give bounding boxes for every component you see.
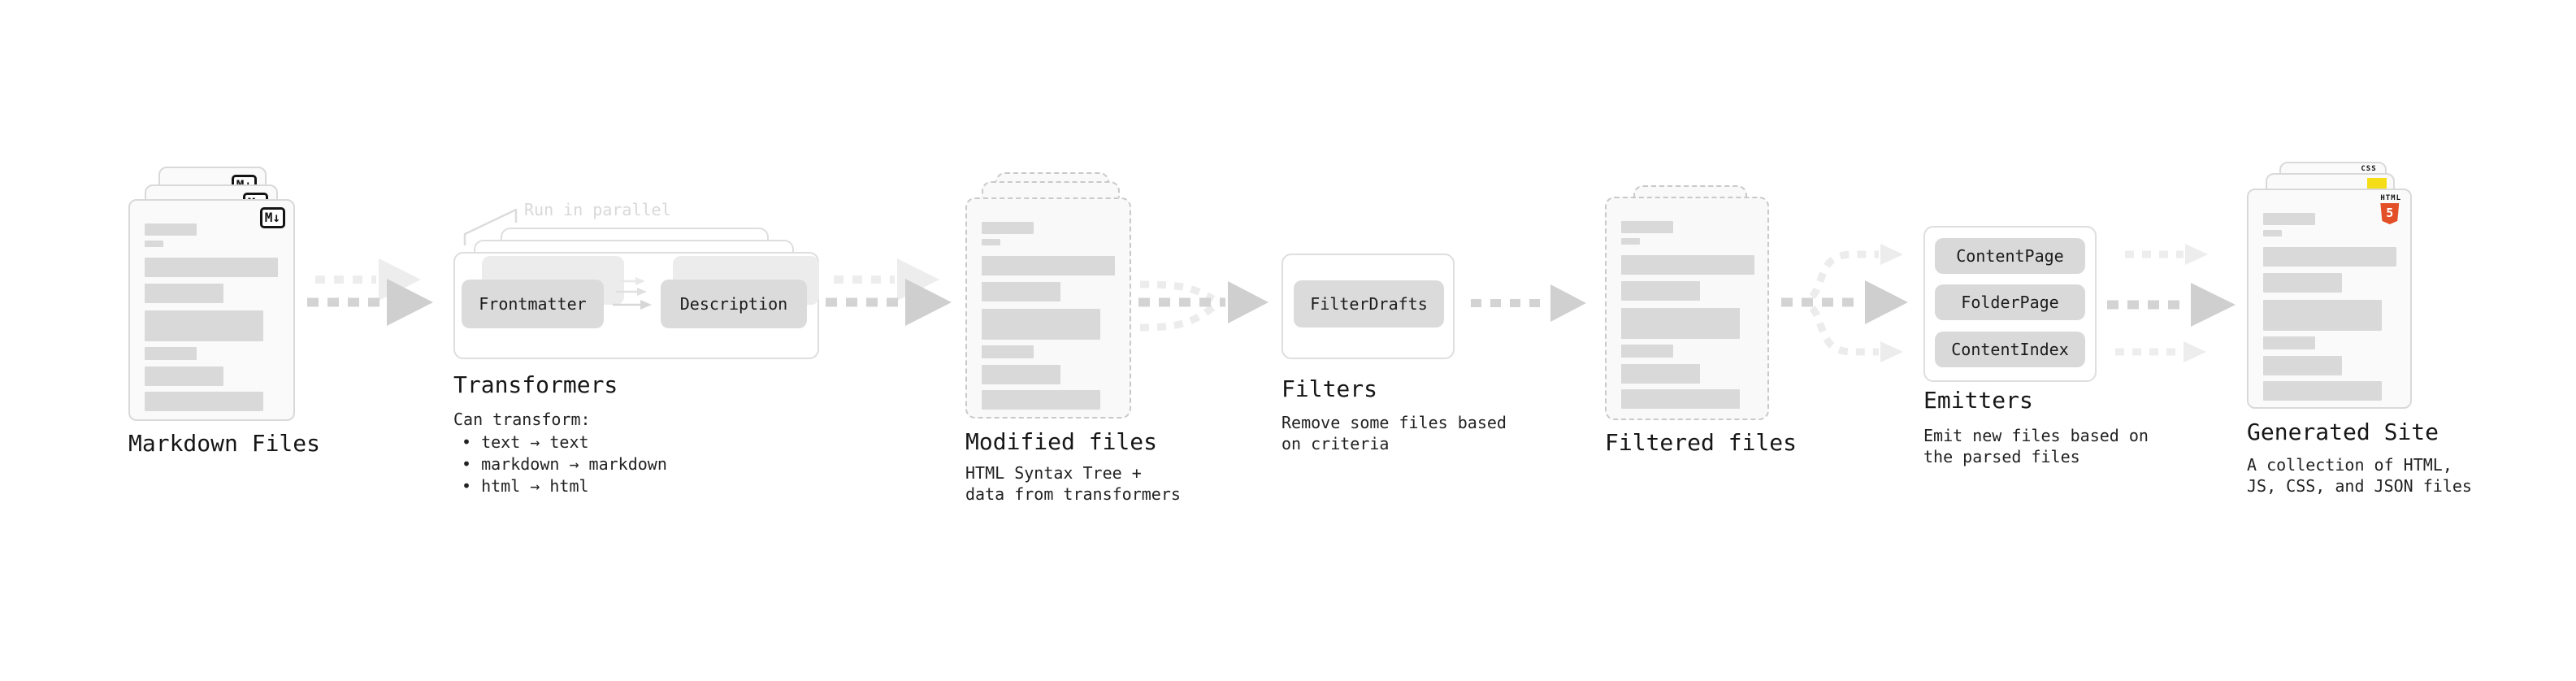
modified-files-title: Modified files — [965, 428, 1158, 455]
placeholder-bar — [982, 256, 1115, 275]
subtitle-line: Remove some files based — [1281, 413, 1507, 432]
placeholder-bar — [1621, 308, 1740, 339]
dashed-arrow-icon — [307, 258, 433, 326]
bullet-item: • markdown → markdown — [462, 454, 667, 474]
generated-site-title: Generated Site — [2247, 419, 2439, 445]
subtitle-line: JS, CSS, and JSON files — [2247, 476, 2472, 496]
subtitle-line: the parsed files — [1923, 447, 2080, 466]
placeholder-bar — [145, 241, 163, 247]
placeholder-bar — [982, 282, 1060, 301]
subtitle-line: HTML Syntax Tree + — [965, 463, 1142, 483]
placeholder-bar — [1621, 389, 1740, 409]
dashed-arrow-icon — [1471, 284, 1586, 322]
annotation-leader-line — [463, 208, 518, 245]
placeholder-bar — [982, 239, 1000, 245]
filtered-files-title: Filtered files — [1605, 429, 1798, 456]
modified-files-subtitle: HTML Syntax Tree + data from transformer… — [965, 462, 1181, 505]
transformers-subtitle-heading: Can transform: — [453, 410, 591, 429]
filtered-file-card-front — [1605, 197, 1769, 420]
placeholder-bar — [1621, 255, 1754, 275]
placeholder-bar — [2263, 336, 2315, 349]
markdown-badge-icon: M↓ — [259, 207, 285, 228]
doc-placeholder-lines — [967, 222, 1130, 410]
placeholder-bar — [145, 310, 263, 341]
markdown-file-stack: M↓ M↓ M↓ — [128, 167, 323, 427]
placeholder-bar — [1621, 281, 1700, 301]
placeholder-bar — [1621, 238, 1640, 245]
subtitle-line: data from transformers — [965, 484, 1181, 504]
placeholder-bar — [982, 222, 1034, 234]
merge-arrow-icon — [1138, 280, 1268, 332]
description-pill: Description — [661, 280, 807, 328]
doc-placeholder-lines — [2249, 213, 2410, 401]
subtitle-line: on criteria — [1281, 434, 1390, 453]
placeholder-bar — [145, 347, 197, 360]
doc-placeholder-lines — [1607, 221, 1767, 409]
placeholder-bar — [2263, 356, 2342, 375]
placeholder-bar — [982, 365, 1060, 384]
run-in-parallel-label: Run in parallel — [524, 200, 671, 219]
triple-arrow-icon — [2107, 244, 2236, 362]
placeholder-bar — [145, 258, 278, 277]
contentindex-pill: ContentIndex — [1935, 332, 2085, 367]
placeholder-bar — [2263, 273, 2342, 293]
placeholder-bar — [1621, 364, 1700, 384]
bullet-item: • text → text — [462, 432, 589, 452]
placeholder-bar — [2263, 247, 2396, 267]
placeholder-bar — [982, 345, 1034, 358]
placeholder-bar — [2263, 230, 2282, 236]
placeholder-bar — [982, 390, 1100, 410]
placeholder-bar — [1621, 345, 1673, 358]
emitters-subtitle: Emit new files based on the parsed files — [1923, 425, 2149, 467]
generated-site-subtitle: A collection of HTML, JS, CSS, and JSON … — [2247, 454, 2472, 497]
placeholder-bar — [2263, 300, 2382, 331]
placeholder-bar — [2263, 381, 2382, 401]
js-file-icon — [2367, 178, 2387, 191]
emitters-title: Emitters — [1923, 387, 2033, 414]
doc-placeholder-lines — [130, 223, 293, 411]
html5-icon: HTML 5 — [2380, 194, 2401, 224]
bullet-item: • html → html — [462, 476, 589, 496]
subtitle-line: A collection of HTML, — [2247, 455, 2452, 475]
placeholder-bar — [145, 223, 197, 236]
markdown-files-label: Markdown Files — [128, 430, 321, 457]
subtitle-line: Emit new files based on — [1923, 426, 2149, 445]
dashed-arrow-icon — [826, 258, 952, 326]
markdown-file-card-front: M↓ — [128, 199, 295, 421]
filters-subtitle: Remove some files based on criteria — [1281, 412, 1507, 454]
modified-file-card-front — [965, 197, 1131, 419]
parallel-arrows-icon — [613, 277, 652, 310]
frontmatter-pill: Frontmatter — [462, 280, 604, 328]
placeholder-bar — [2263, 213, 2315, 225]
transformers-title: Transformers — [453, 371, 618, 398]
placeholder-bar — [145, 367, 223, 386]
placeholder-bar — [1621, 221, 1673, 233]
site-file-card-front: HTML 5 — [2247, 189, 2412, 409]
folderpage-pill: FolderPage — [1935, 284, 2085, 320]
contentpage-pill: ContentPage — [1935, 238, 2085, 274]
transformers-bullet-list: • text → text • markdown → markdown • ht… — [462, 432, 667, 497]
placeholder-bar — [145, 392, 263, 411]
filterdrafts-pill: FilterDrafts — [1294, 280, 1444, 327]
filters-title: Filters — [1281, 375, 1378, 402]
placeholder-bar — [982, 309, 1100, 340]
placeholder-bar — [145, 284, 223, 303]
split-arrow-icon — [1781, 244, 1908, 362]
